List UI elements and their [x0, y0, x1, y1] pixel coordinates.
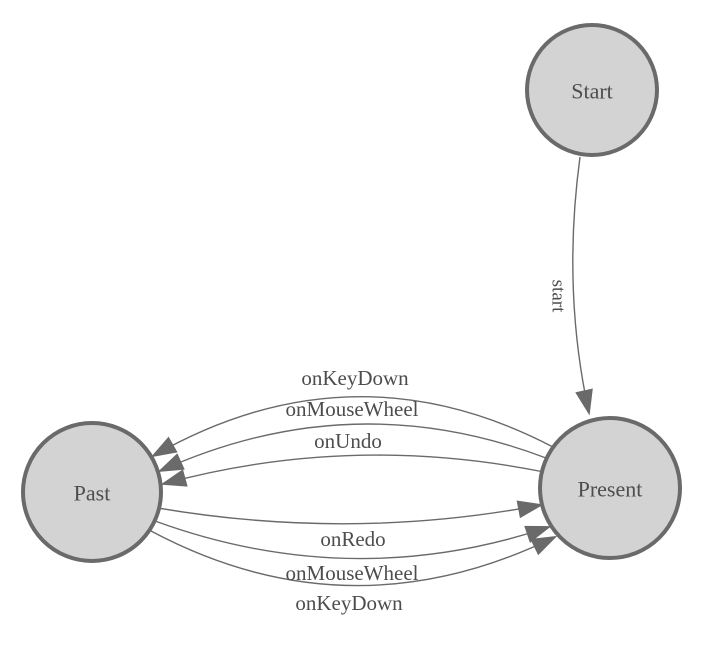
- edge-present-to-past-onundo: [160, 454, 545, 487]
- label-layer: Start Present Past start onKeyDown onMou…: [74, 79, 643, 616]
- node-start-label: Start: [571, 79, 613, 104]
- edge-start-to-present: [572, 156, 593, 416]
- edge-past-to-present-onmousewheel-label: onMouseWheel: [286, 561, 419, 585]
- edge-past-to-present-onkeydown: [150, 530, 558, 587]
- edge-present-to-past-onkeydown: [150, 395, 554, 458]
- edge-layer: [150, 156, 593, 587]
- edge-present-to-past-onkeydown-label: onKeyDown: [301, 366, 409, 390]
- node-start-circle[interactable]: [525, 23, 659, 157]
- edge-present-to-past-onundo-label: onUndo: [314, 429, 382, 453]
- edge-past-to-present-onredo-label: onRedo: [320, 527, 385, 551]
- node-present-circle[interactable]: [538, 416, 682, 560]
- node-past-circle[interactable]: [21, 421, 163, 563]
- edge-past-to-present-onkeydown-label: onKeyDown: [295, 591, 403, 615]
- edge-present-to-past-onmousewheel-label: onMouseWheel: [286, 397, 419, 421]
- node-present-label: Present: [578, 477, 643, 502]
- node-past-label: Past: [74, 481, 111, 506]
- edge-past-to-present-onredo: [157, 500, 544, 525]
- edge-start-to-present-label: start: [548, 280, 569, 313]
- edge-present-to-past-onmousewheel: [157, 423, 547, 473]
- edge-past-to-present-onmousewheel: [154, 520, 552, 560]
